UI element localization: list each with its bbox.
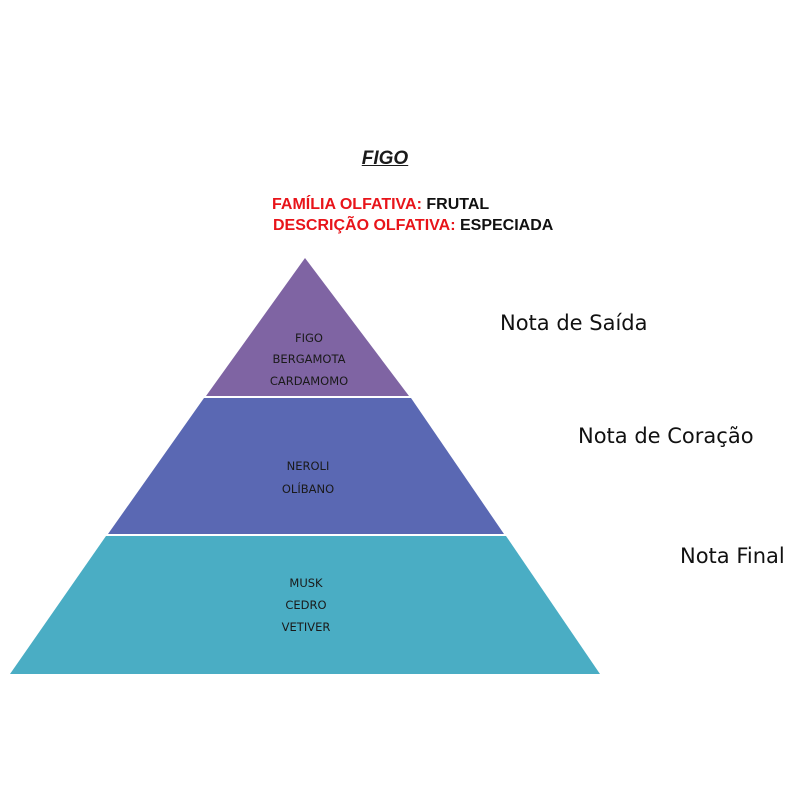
top-note-1: FIGO xyxy=(295,331,323,345)
familia-olfativa-value: FRUTAL xyxy=(426,196,490,213)
top-note-2: BERGAMOTA xyxy=(273,352,346,366)
label-nota-final: Nota Final xyxy=(680,544,785,568)
descricao-olfativa-key: DESCRIÇÃO OLFATIVA: xyxy=(273,217,456,234)
middle-note-2: OLÍBANO xyxy=(282,481,334,496)
bottom-note-2: CEDRO xyxy=(285,598,326,612)
bottom-note-3: VETIVER xyxy=(282,620,331,634)
familia-olfativa-line: FAMÍLIA OLFATIVA: FRUTAL xyxy=(272,196,489,214)
pyramid-tier-middle xyxy=(108,398,504,534)
pyramid-tier-top xyxy=(206,258,409,396)
descricao-olfativa-line: DESCRIÇÃO OLFATIVA: ESPECIADA xyxy=(273,217,553,235)
familia-olfativa-key: FAMÍLIA OLFATIVA: xyxy=(272,196,422,213)
middle-note-1: NEROLI xyxy=(287,459,330,473)
label-nota-de-coracao: Nota de Coração xyxy=(578,424,754,448)
descricao-olfativa-value: ESPECIADA xyxy=(459,217,554,234)
bottom-note-1: MUSK xyxy=(289,576,323,590)
page-title: FIGO xyxy=(361,148,409,169)
top-note-3: CARDAMOMO xyxy=(270,374,348,388)
label-nota-de-saida: Nota de Saída xyxy=(500,311,648,335)
pyramid-tier-bottom xyxy=(10,536,600,674)
